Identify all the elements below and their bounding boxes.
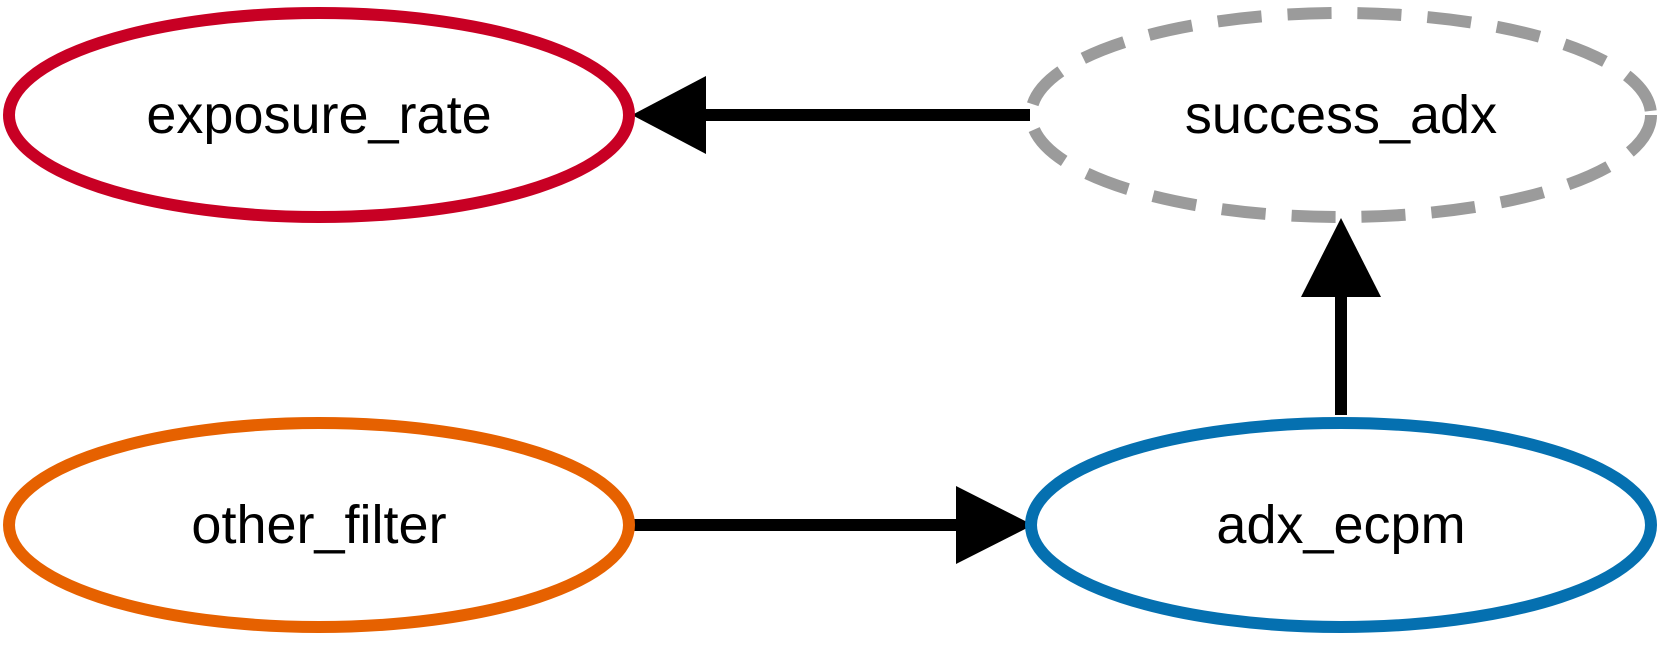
node-exposure-rate: exposure_rate [3, 7, 635, 223]
edge-other-filter-to-adx-ecpm [630, 486, 1033, 564]
node-ellipse [1025, 417, 1657, 633]
edge-success-adx-to-exposure-rate [632, 76, 1030, 154]
edge-adx-ecpm-to-success-adx [1301, 218, 1381, 415]
arrowhead-icon [956, 486, 1033, 564]
node-ellipse [1025, 7, 1657, 223]
node-ellipse [3, 7, 635, 223]
node-label: success_adx [1185, 85, 1497, 145]
node-label: adx_ecpm [1216, 495, 1465, 555]
node-ellipse [3, 417, 635, 633]
node-label: exposure_rate [146, 85, 491, 145]
node-label: other_filter [191, 495, 446, 555]
node-adx-ecpm: adx_ecpm [1025, 417, 1657, 633]
arrowhead-icon [632, 76, 706, 154]
node-other-filter: other_filter [3, 417, 635, 633]
node-success-adx: success_adx [1025, 7, 1657, 223]
arrowhead-icon [1301, 218, 1381, 297]
